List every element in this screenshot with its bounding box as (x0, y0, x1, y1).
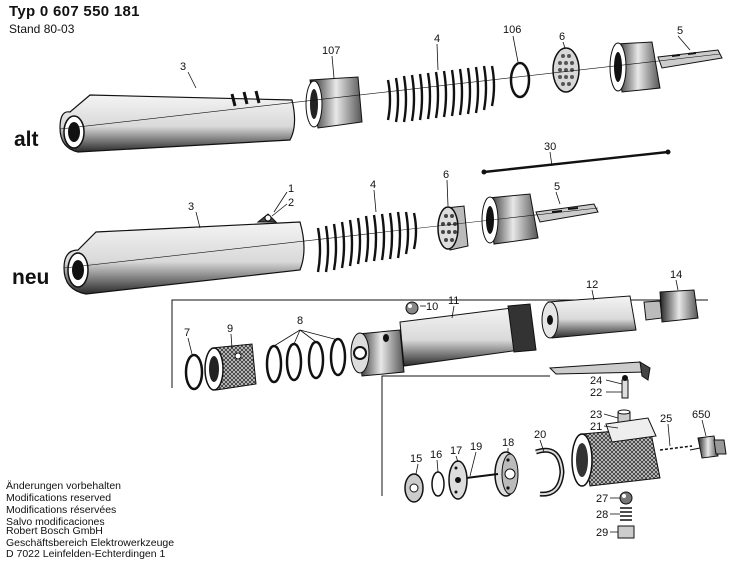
piston-12 (541, 295, 637, 339)
label-3-new: 3 (188, 201, 194, 213)
note-line-fr: Modifications réservées (6, 504, 117, 516)
label-11: 11 (448, 295, 459, 307)
cylinder-11 (350, 303, 537, 377)
label-4-new: 4 (370, 179, 376, 191)
label-25: 25 (660, 413, 672, 425)
label-3-old: 3 (180, 61, 186, 73)
note-line-es: Salvo modificaciones (6, 516, 105, 528)
note-line-en: Modifications reserved (6, 492, 112, 504)
needle-19 (465, 473, 499, 479)
publisher-division: Geschäftsbereich Elektrowerkzeuge (6, 536, 175, 549)
label-30: 30 (544, 141, 556, 153)
variant-label-old: alt (14, 128, 39, 151)
label-9: 9 (227, 323, 233, 335)
damper-6-old (552, 47, 580, 93)
leader-lines (187, 35, 707, 533)
plug-29 (617, 525, 635, 539)
knurled-nut-9 (204, 343, 257, 391)
label-24: 24 (590, 375, 602, 387)
label-106: 106 (503, 24, 521, 36)
label-107: 107 (322, 45, 340, 57)
label-21: 21 (590, 421, 602, 433)
label-27: 27 (596, 493, 608, 505)
housing-old (59, 90, 296, 153)
modification-notes: Änderungen vorbehalten Modifications res… (6, 480, 121, 528)
sleeve-20 (535, 447, 565, 497)
spring-old (386, 65, 496, 123)
o-rings-8 (265, 337, 347, 384)
label-10: 10 (426, 301, 438, 313)
label-18: 18 (502, 437, 514, 449)
label-2: 2 (288, 197, 294, 209)
revision-stand: Stand 80-03 (9, 22, 75, 36)
note-line-de: Änderungen vorbehalten (6, 480, 122, 492)
striker-14 (643, 289, 699, 323)
label-28: 28 (596, 509, 608, 521)
label-15: 15 (410, 453, 422, 465)
label-1: 1 (288, 183, 294, 195)
plate-17 (448, 460, 468, 500)
publisher-address: D 7022 Leinfelden-Echterdingen 1 (6, 548, 166, 560)
label-8: 8 (297, 315, 303, 327)
washer-16 (431, 471, 445, 497)
label-22: 22 (590, 387, 602, 399)
label-5-new: 5 (554, 181, 560, 193)
label-23: 23 (590, 409, 602, 421)
label-4-old: 4 (434, 33, 440, 45)
screw-650 (689, 435, 727, 459)
label-12: 12 (586, 279, 598, 291)
pin-22 (621, 375, 629, 399)
part-number-labels: 3 107 4 106 6 5 30 3 1 2 4 6 5 7 9 8 10 … (180, 24, 710, 539)
circlip-7 (184, 353, 204, 391)
housing-new (63, 213, 305, 295)
circlip-106 (509, 61, 531, 99)
type-number-title: Typ 0 607 550 181 (9, 3, 140, 20)
shank-5-old (609, 41, 723, 93)
label-6-old: 6 (559, 31, 565, 43)
sleeve-107 (305, 76, 363, 129)
variant-label-new: neu (12, 266, 50, 289)
label-7: 7 (184, 327, 190, 339)
label-6-new: 6 (443, 169, 449, 181)
label-5-old: 5 (677, 25, 683, 37)
handle-body (571, 417, 661, 487)
label-16: 16 (430, 449, 442, 461)
publisher-block: Robert Bosch GmbH Geschäftsbereich Elekt… (6, 525, 175, 561)
pin-30 (481, 149, 671, 175)
flange-18 (494, 451, 519, 497)
label-14: 14 (670, 269, 682, 281)
label-20: 20 (534, 429, 546, 441)
label-29: 29 (596, 527, 608, 539)
ball-27 (619, 491, 633, 505)
label-17: 17 (450, 445, 462, 457)
label-650: 650 (692, 409, 710, 421)
label-19: 19 (470, 441, 482, 453)
pipe-25 (659, 445, 693, 451)
publisher-company: Robert Bosch GmbH (6, 525, 103, 537)
spring-new (316, 211, 418, 273)
nut-15 (404, 473, 424, 503)
ball-10 (405, 301, 419, 315)
damper-6-new (437, 205, 469, 251)
valve-lever-24 (548, 361, 651, 381)
spring-28 (620, 507, 632, 521)
